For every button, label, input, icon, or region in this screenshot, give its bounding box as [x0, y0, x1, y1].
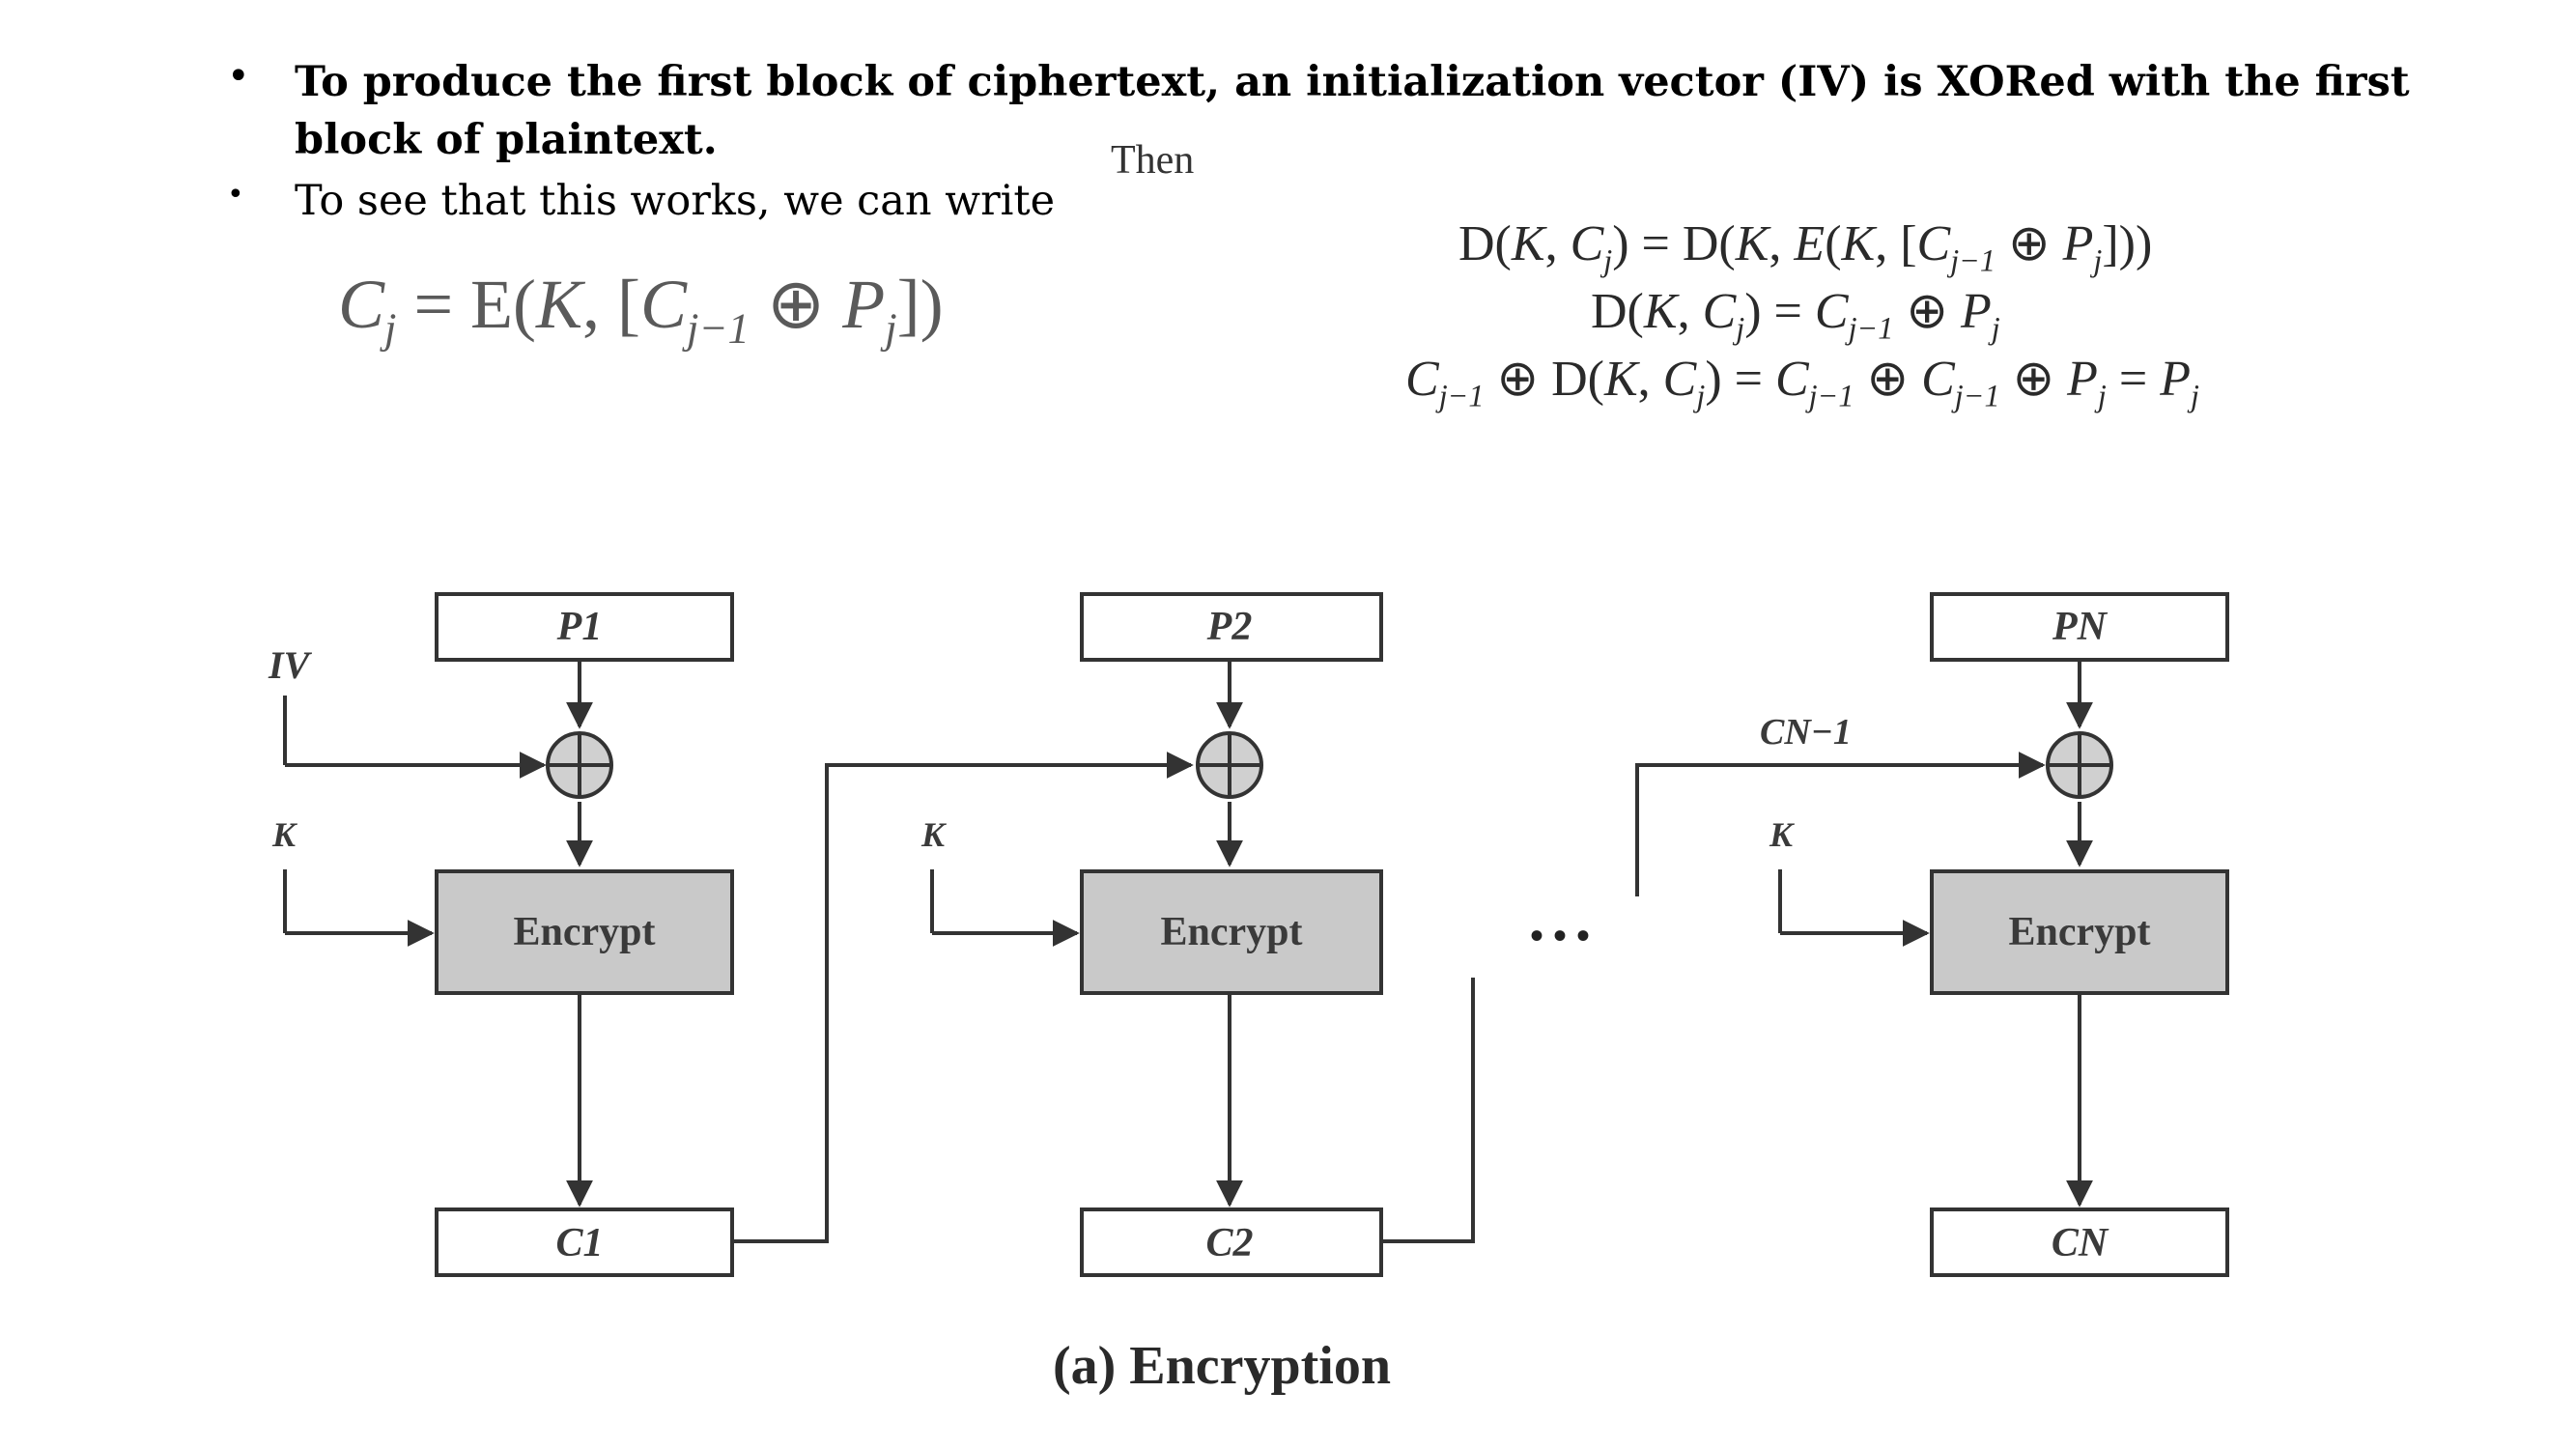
bullet-marker: • — [227, 178, 244, 212]
key-label-1: K — [271, 815, 298, 854]
plaintext-box-n — [1930, 592, 2229, 662]
ciphertext-box-1 — [435, 1208, 734, 1277]
formula-line-2: D(K, Cj) = Cj−1 ⊕ Pj — [1591, 284, 2000, 346]
bullet-text-1-line-2: block of plaintext. — [295, 116, 718, 164]
ciphertext-label-2: C2 — [1205, 1221, 1253, 1265]
encrypt-label-2: Encrypt — [1161, 910, 1303, 954]
bullet-text-2: To see that this works, we can write — [295, 177, 1056, 225]
xor-icon — [1196, 731, 1263, 799]
ellipsis: • • • — [1530, 914, 1590, 957]
encrypt-label-1: Encrypt — [514, 910, 656, 954]
bullet-list: • To produce the first block of cipherte… — [0, 0, 2576, 232]
plaintext-label-1: P1 — [556, 605, 603, 649]
bullet-text-1-line-1: To produce the first block of ciphertext… — [295, 58, 2410, 106]
bullet-marker: • — [227, 54, 250, 99]
formula-line-3: Cj−1 ⊕ D(K, Cj) = Cj−1 ⊕ Cj−1 ⊕ Pj = Pj — [1405, 352, 2199, 413]
cn-minus-1-label: CN−1 — [1760, 712, 1852, 753]
iv-label: IV — [268, 643, 313, 687]
encrypt-label-n: Encrypt — [2009, 910, 2151, 954]
then-label: Then — [1111, 138, 1195, 183]
plaintext-box-1 — [435, 592, 734, 662]
ciphertext-box-n — [1930, 1208, 2229, 1277]
diagram-caption: (a) Encryption — [1053, 1336, 1391, 1396]
xor-icon — [2046, 731, 2113, 799]
encrypt-box-n — [1930, 869, 2229, 995]
formula-main: Cj = E(K, [Cj−1 ⊕ Pj]) — [338, 266, 944, 353]
formula-line-1: D(K, Cj) = D(K, E(K, [Cj−1 ⊕ Pj])) — [1458, 216, 2153, 278]
plaintext-box-2 — [1080, 592, 1383, 662]
key-label-n: K — [1769, 815, 1796, 854]
xor-icon — [546, 731, 613, 799]
key-label-2: K — [920, 815, 948, 854]
encrypt-box-1 — [435, 869, 734, 995]
plaintext-label-2: P2 — [1206, 605, 1253, 649]
ciphertext-label-1: C1 — [555, 1221, 603, 1265]
plaintext-label-n: PN — [2052, 605, 2109, 649]
ciphertext-box-2 — [1080, 1208, 1383, 1277]
encrypt-box-2 — [1080, 869, 1383, 995]
ciphertext-label-n: CN — [2052, 1221, 2109, 1265]
bullet-text-1: To produce the first block of ciphertext… — [295, 53, 2468, 169]
